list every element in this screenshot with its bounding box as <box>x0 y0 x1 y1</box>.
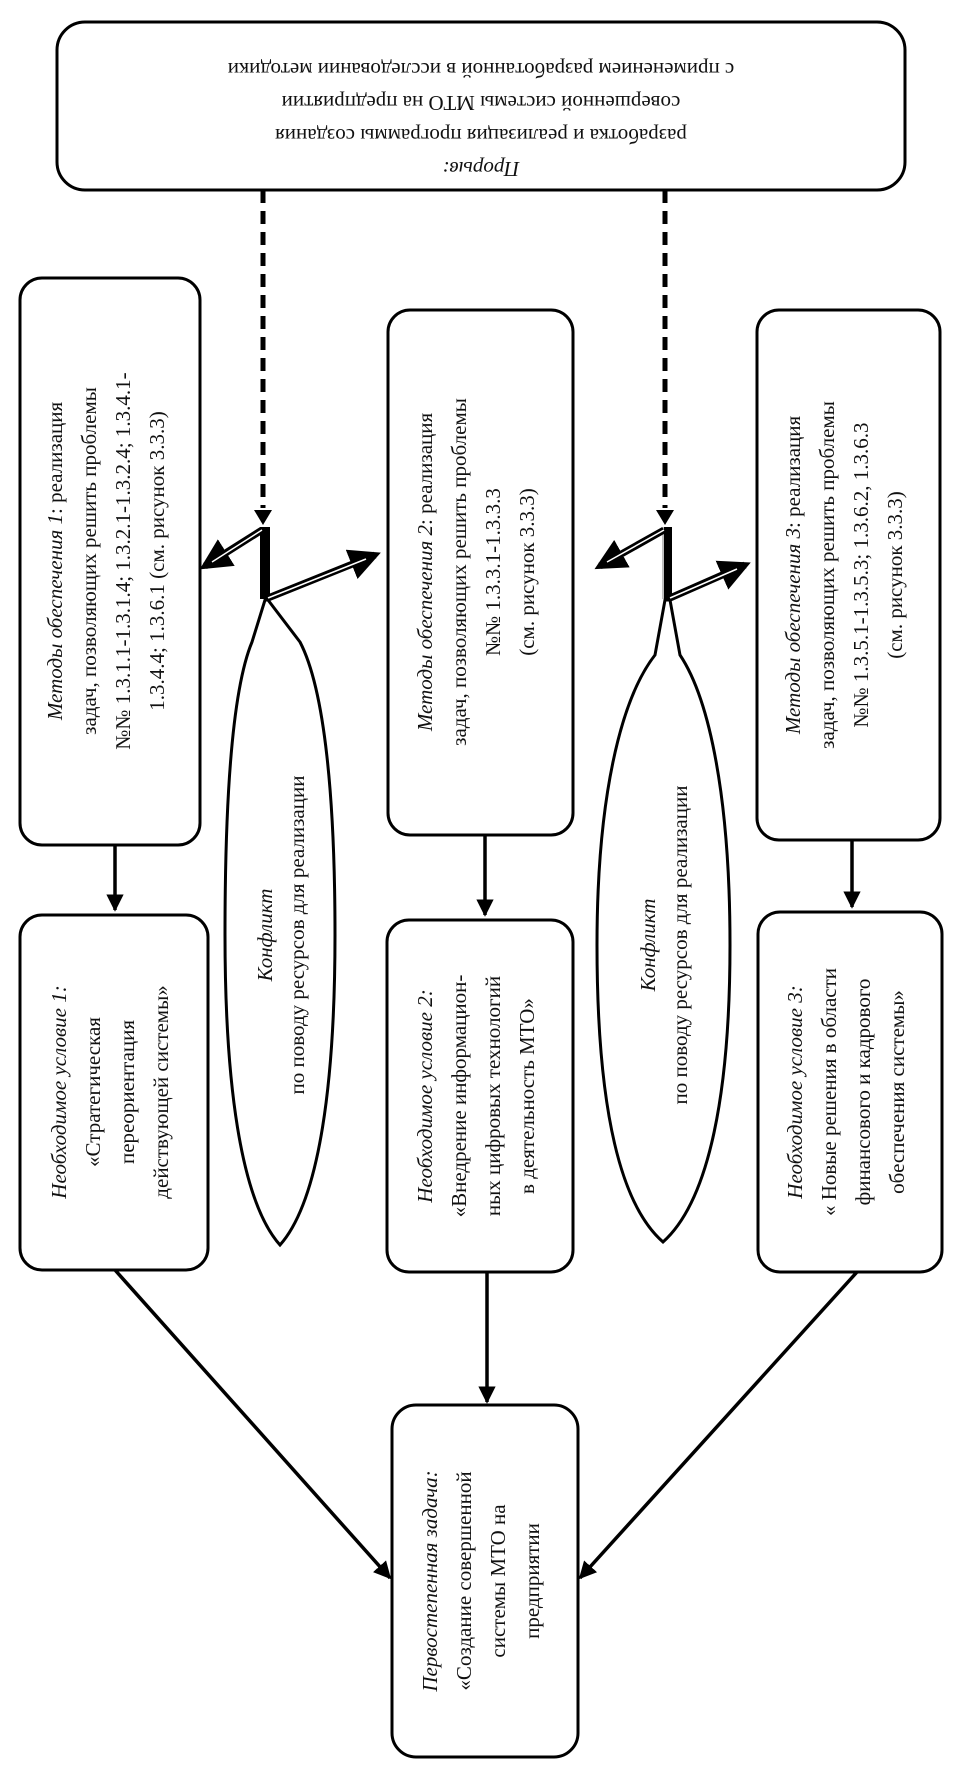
conflict-junction-1 <box>199 527 381 602</box>
condition-1-line-3: действующей системы» <box>149 985 173 1198</box>
arrow-condition-3-to-primary <box>578 1270 859 1580</box>
conflict-1-title: Конфликт <box>253 889 277 983</box>
breakthrough-box: Прорыв: разработка и реализация программ… <box>55 20 907 192</box>
methods-3-line-1: : реализация <box>781 415 805 527</box>
methods-1-line-3: №№ 1.3.1.1-1.3.1.4; 1.3.2.1-1.3.2.4; 1.3… <box>111 372 135 749</box>
methods-2-line-3: №№ 1.3.3.1-1.3.3.3 <box>481 488 505 656</box>
methods-2-title: Методы обеспечения 2 <box>413 524 437 732</box>
methods-1-line-4: 1.3.4.4; 1.3.6.1 (см. рисунок 3.3.3) <box>145 411 169 710</box>
svg-text:Методы обеспечения 1: реализац: Методы обеспечения 1: реализация <box>43 401 67 721</box>
methods-3-line-2: задач, позволяющих решить проблемы <box>815 401 839 749</box>
methods-3-title: Методы обеспечения 3 <box>781 528 805 735</box>
conflict-1-text: по поводу ресурсов для реализации <box>285 776 309 1095</box>
methods-2-line-4: (см. рисунок 3.3.3) <box>515 488 539 656</box>
breakthrough-line-2: совершенной системы МТО на предприятии <box>282 91 681 115</box>
methods-box-1: Методы обеспечения 1: реализация задач, … <box>18 276 202 847</box>
condition-2-title: Необходимое условие 2: <box>413 989 437 1203</box>
methods-2-line-2: задач, позволяющих решить проблемы <box>447 398 471 746</box>
primary-task-line-1: «Создание совершенной <box>452 1471 476 1690</box>
arrow-condition-1-to-primary <box>113 1268 392 1580</box>
condition-box-2: Необходимое условие 2: «Внедрение информ… <box>385 918 575 1274</box>
condition-box-3: Необходимое условие 3: « Новые решения в… <box>756 910 944 1274</box>
methods-3-line-3: №№ 1.3.5.1-1.3.5.3; 1.3.6.2, 1.3.6.3 <box>849 423 873 728</box>
condition-2-line-1: «Внедрение информацион- <box>447 975 471 1218</box>
condition-1-title: Необходимое условие 1: <box>47 985 71 1199</box>
condition-3-line-1: « Новые решения в области <box>817 968 841 1216</box>
conflict-2-title: Конфликт <box>636 899 660 993</box>
condition-1-line-2: переориентация <box>115 1020 139 1164</box>
methods-3-line-4: (см. рисунок 3.3.3) <box>883 491 907 659</box>
primary-task-line-3: предприятии <box>520 1523 544 1639</box>
methods-1-line-2: задач, позволяющих решить проблемы <box>77 387 101 735</box>
primary-task-line-2: системы МТО на <box>486 1504 510 1658</box>
condition-3-line-2: финансового и кадрового <box>851 979 875 1206</box>
conflict-junction-2 <box>594 526 751 602</box>
svg-text:Методы обеспечения 3: реализац: Методы обеспечения 3: реализация <box>781 415 805 735</box>
svg-text:Методы обеспечения 2: реализац: Методы обеспечения 2: реализация <box>413 412 437 732</box>
condition-3-line-3: обеспечения системы» <box>885 990 909 1194</box>
condition-2-line-3: в деятельность МТО» <box>515 998 539 1194</box>
methods-box-3: Методы обеспечения 3: реализация задач, … <box>755 308 942 842</box>
primary-task-box: Первостепенная задача: «Создание соверше… <box>390 1403 580 1759</box>
condition-3-title: Необходимое условие 3: <box>783 985 807 1199</box>
conflict-2-text: по поводу ресурсов для реализации <box>668 786 692 1105</box>
methods-1-line-1: : реализация <box>43 401 67 513</box>
methods-1-title: Методы обеспечения 1 <box>43 514 67 721</box>
condition-box-1: Необходимое условие 1: «Стратегическая п… <box>18 913 210 1272</box>
dashed-arrowhead-2 <box>656 510 674 525</box>
condition-1-line-1: «Стратегическая <box>81 1017 105 1167</box>
conflict-ellipse-1: Конфликт по поводу ресурсов для реализац… <box>223 598 337 1248</box>
dashed-arrowhead-1 <box>254 510 272 525</box>
methods-2-line-1: : реализация <box>413 412 437 524</box>
condition-2-line-2: ных цифровых технологий <box>481 976 505 1216</box>
breakthrough-line-1: разработка и реализация программы создан… <box>275 124 687 148</box>
methods-box-2: Методы обеспечения 2: реализация задач, … <box>386 308 575 837</box>
primary-task-title: Первостепенная задача: <box>418 1470 442 1692</box>
breakthrough-line-3: с применением разработанной в исследован… <box>228 58 735 82</box>
conflict-ellipse-2: Конфликт по поводу ресурсов для реализац… <box>595 598 732 1245</box>
breakthrough-title: Прорыв: <box>443 157 521 181</box>
